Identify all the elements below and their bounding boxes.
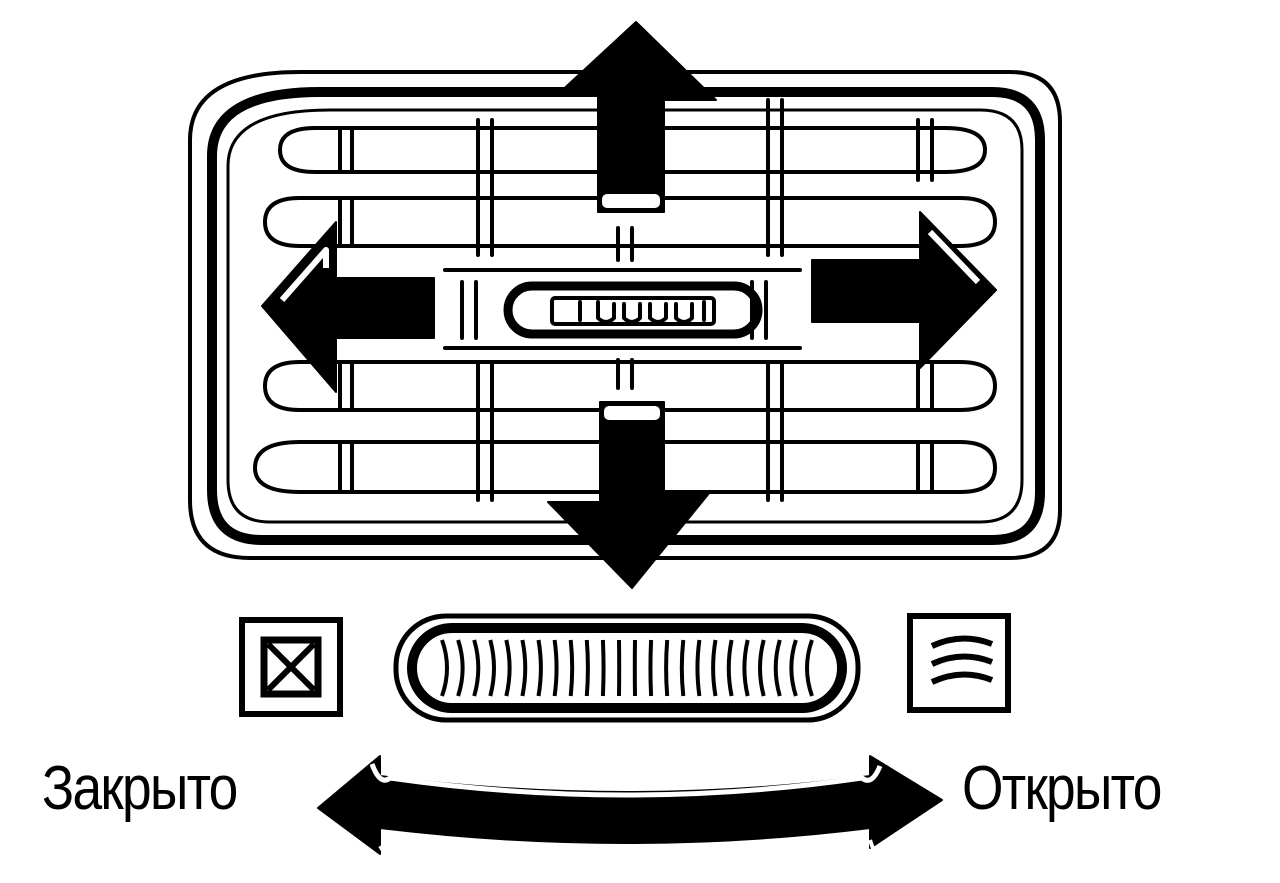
divider-2 [476,118,494,502]
divider-4 [916,118,934,494]
slat-center [443,268,802,350]
vent-frame-rim [226,108,1024,524]
closed-open-arrow-icon [317,755,943,864]
adjustment-wheel-icon [393,613,861,723]
wheel-housing-outer [393,613,861,723]
stem-ticks [616,226,634,390]
arrow-right-highlight [927,229,981,285]
airflow-icon [907,613,1011,713]
center-dividers [460,280,768,340]
airflow-icon-frame [907,613,1011,713]
slat-1 [278,126,987,174]
airflow-lines [930,635,994,685]
arrow-right-icon [811,211,997,369]
vertical-dividers [338,98,934,502]
wheel-ridges [440,639,814,697]
double-arrow-top-edge [369,763,883,798]
arrow-left-icon [261,221,435,393]
arrow-up-cap [602,194,660,208]
vent-closed-icon [239,617,343,717]
open-label: Открыто [962,754,1162,823]
closed-label: Закрыто [42,754,238,823]
arrow-down-cap [604,406,660,420]
arrow-down-icon [547,401,711,589]
slat-2 [263,196,997,248]
slat-3 [263,360,997,412]
wheel-housing-inner [407,623,847,713]
center-knob [503,281,763,339]
double-arrow-bottom-edge [378,839,882,864]
knob-body [503,281,763,339]
arrow-up-icon [555,21,717,213]
knob-ridges [578,300,706,324]
divider-3 [766,98,784,502]
arrow-left-highlight [279,247,329,302]
double-arrow-body [317,755,943,855]
closed-icon-outer [239,617,343,717]
closed-icon-inner [260,636,322,698]
closed-icon-cross [265,641,317,693]
vent-frame-inner [207,87,1045,545]
divider-1 [338,126,354,494]
vent-outer-frame [188,70,1062,560]
